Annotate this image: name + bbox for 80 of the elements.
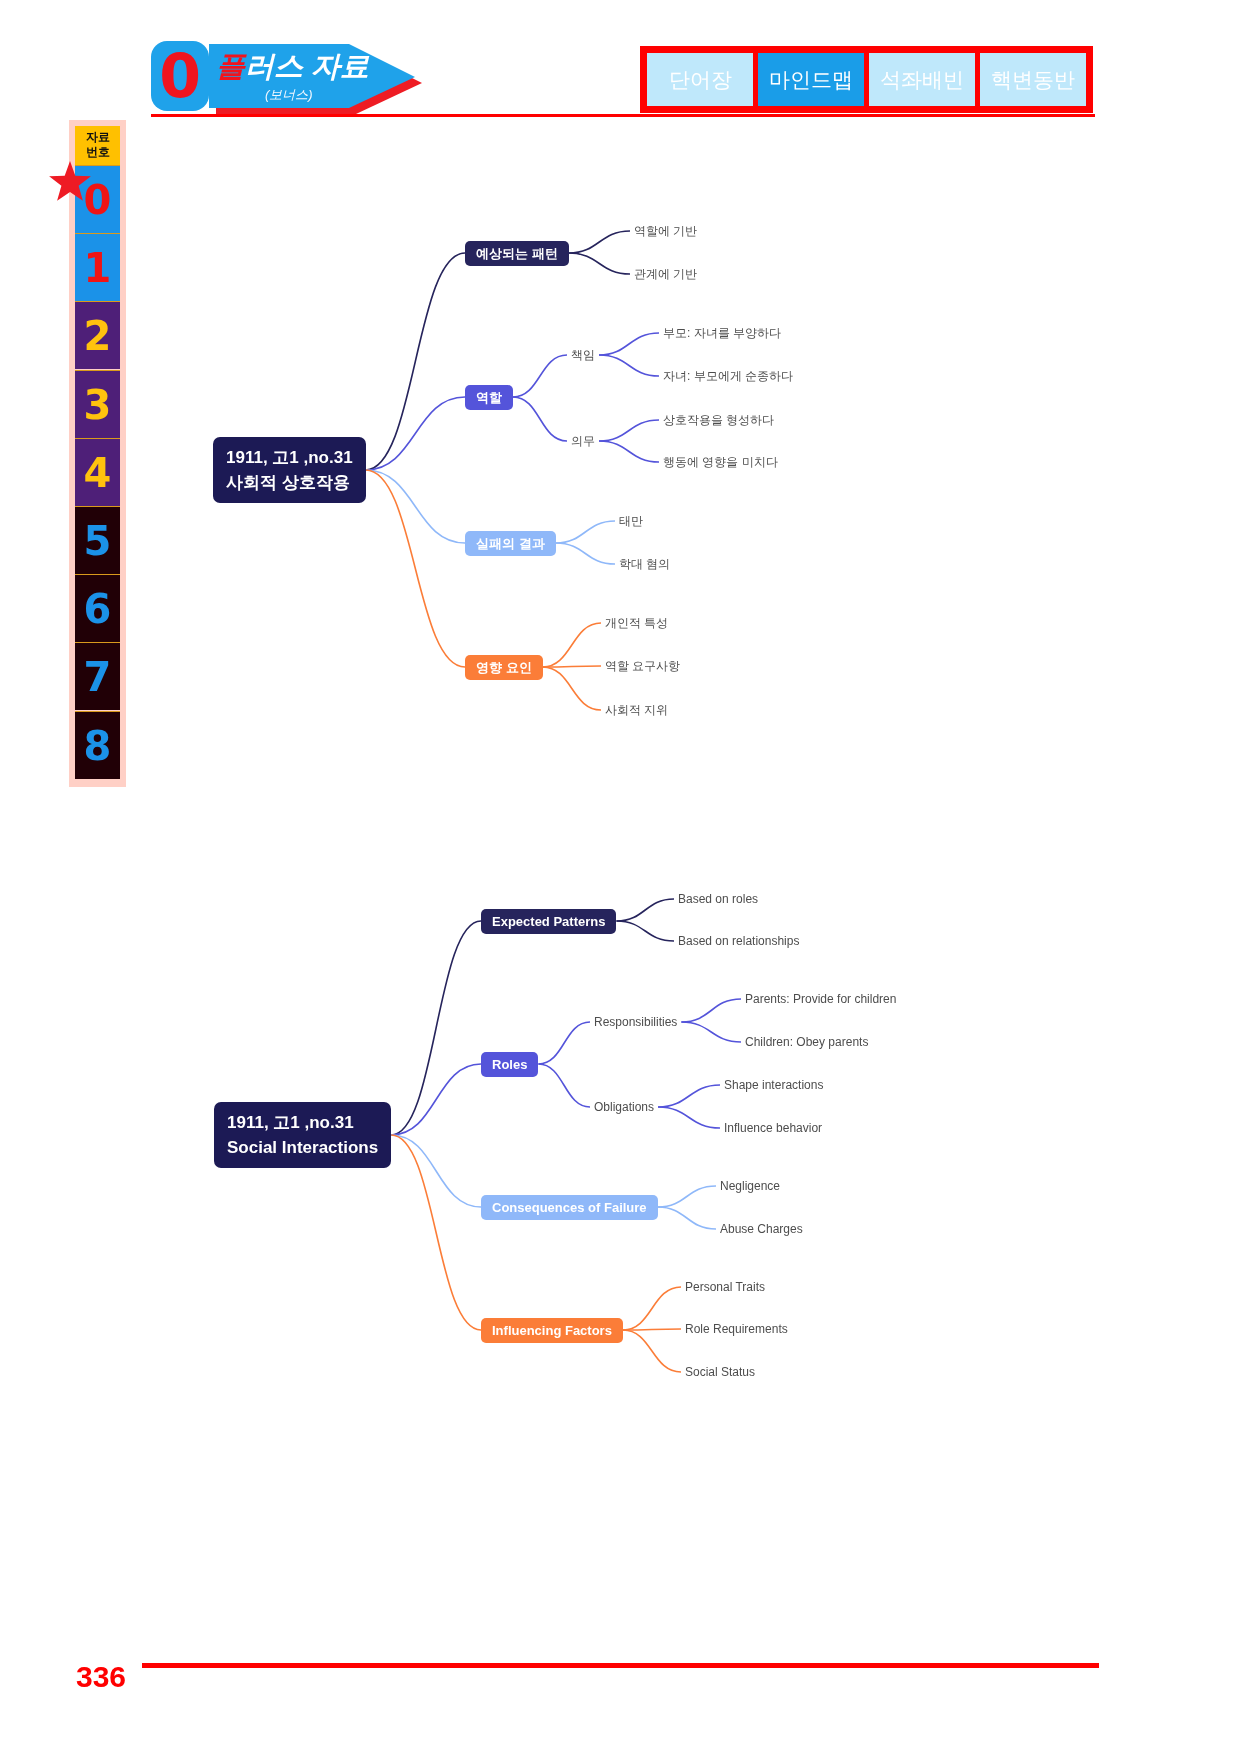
topic-label: Influencing Factors	[492, 1322, 612, 1338]
subtopic-label: Abuse Charges	[720, 1221, 803, 1237]
root-topic-text: 1911, 고1 ,no.31	[227, 1112, 355, 1134]
index-tab: 6	[75, 574, 120, 643]
branch-line	[541, 666, 602, 711]
topic-box	[465, 384, 513, 410]
branch-line	[512, 396, 568, 442]
subtopic-label: Negligence	[720, 1178, 781, 1194]
topic-label: 역할	[476, 389, 502, 405]
banner-title: 플러스 자료	[216, 49, 370, 84]
subtopic-label: 역할 요구사항	[605, 658, 681, 674]
tab: 핵변동반	[980, 53, 1086, 106]
subtopic-label: Role Requirements	[685, 1321, 788, 1337]
tab: 단어장	[647, 53, 753, 106]
index-tab: 4	[75, 437, 120, 506]
subtopic-label: Obligations	[594, 1099, 655, 1115]
root-topic-text: 1911, 고1 ,no.31	[226, 447, 353, 469]
topic-label: Roles	[492, 1056, 528, 1072]
subtopic-label: 태만	[619, 513, 643, 529]
subtopic-label: Based on roles	[678, 891, 759, 907]
branch-line	[622, 1329, 682, 1373]
topic-label: 예상되는 패턴	[476, 245, 558, 261]
branch-line	[598, 354, 660, 377]
branch-line	[598, 440, 660, 463]
subtopic-label: Shape interactions	[724, 1077, 824, 1093]
root-topic-text: Social Interactions	[227, 1137, 379, 1159]
subtopic-label: 책임	[571, 347, 595, 363]
index-tab: 3	[75, 369, 120, 438]
branch-line	[567, 252, 631, 275]
root-topic-box	[213, 437, 366, 503]
subtopic-label: Influence behavior	[724, 1120, 823, 1136]
topic-box	[465, 240, 569, 266]
branch-line	[364, 469, 466, 668]
subtopic-label: 사회적 지위	[605, 702, 669, 718]
topic-label: 영향 요인	[476, 659, 532, 675]
branch-line	[615, 920, 675, 942]
topic-label: Consequences of Failure	[492, 1199, 647, 1215]
subtopic-label: 행동에 영향을 미치다	[663, 454, 778, 470]
sidebar-header: 자료 번호	[75, 126, 120, 165]
subtopic-label: Parents: Provide for children	[745, 991, 897, 1007]
subtopic-label: 의무	[571, 433, 595, 449]
number-badge: 0	[151, 41, 209, 111]
subtopic-label: 역할에 기반	[634, 223, 698, 239]
branch-line	[554, 542, 616, 565]
topic-label: 실패의 결과	[476, 535, 545, 551]
topic-box	[481, 1051, 539, 1077]
branch-line	[680, 1021, 742, 1043]
index-tab: 2	[75, 301, 120, 370]
subtopic-label: Responsibilities	[594, 1014, 678, 1030]
tab: 마인드맵	[758, 53, 864, 106]
topic-box	[465, 530, 556, 556]
branch-line	[656, 1206, 717, 1230]
page-number: 336	[76, 1660, 127, 1694]
branch-line	[390, 1134, 482, 1331]
index-tab: 0	[75, 165, 120, 233]
subtopic-label: 학대 혐의	[619, 556, 671, 572]
banner-subtitle: (보너스)	[265, 87, 313, 103]
subtopic-label: 상호작용을 형성하다	[663, 412, 775, 428]
index-tab: 7	[75, 642, 120, 711]
subtopic-label: Personal Traits	[685, 1279, 766, 1295]
index-tab: 1	[75, 233, 120, 302]
topic-box	[481, 1194, 658, 1220]
root-topic-box	[214, 1102, 392, 1168]
subtopic-label: 개인적 특성	[605, 615, 669, 631]
subtopic-label: Children: Obey parents	[745, 1034, 869, 1050]
subtopic-label: 부모: 자녀를 부양하다	[663, 325, 781, 341]
index-tab: 5	[75, 506, 120, 574]
tab: 석좌배빈	[869, 53, 975, 106]
topic-label: Expected Patterns	[492, 913, 606, 929]
branch-line	[537, 1063, 591, 1108]
subtopic-label: 자녀: 부모에게 순종하다	[663, 368, 793, 384]
root-topic-text: 사회적 상호작용	[226, 472, 351, 494]
topic-box	[481, 1317, 623, 1343]
topic-box	[481, 908, 617, 934]
subtopic-label: 관계에 기반	[634, 266, 698, 282]
subtopic-label: Social Status	[685, 1364, 756, 1380]
subtopic-label: Based on relationships	[678, 933, 800, 949]
branch-line	[657, 1106, 721, 1129]
topic-box	[465, 654, 543, 680]
index-tab: 8	[75, 710, 120, 779]
